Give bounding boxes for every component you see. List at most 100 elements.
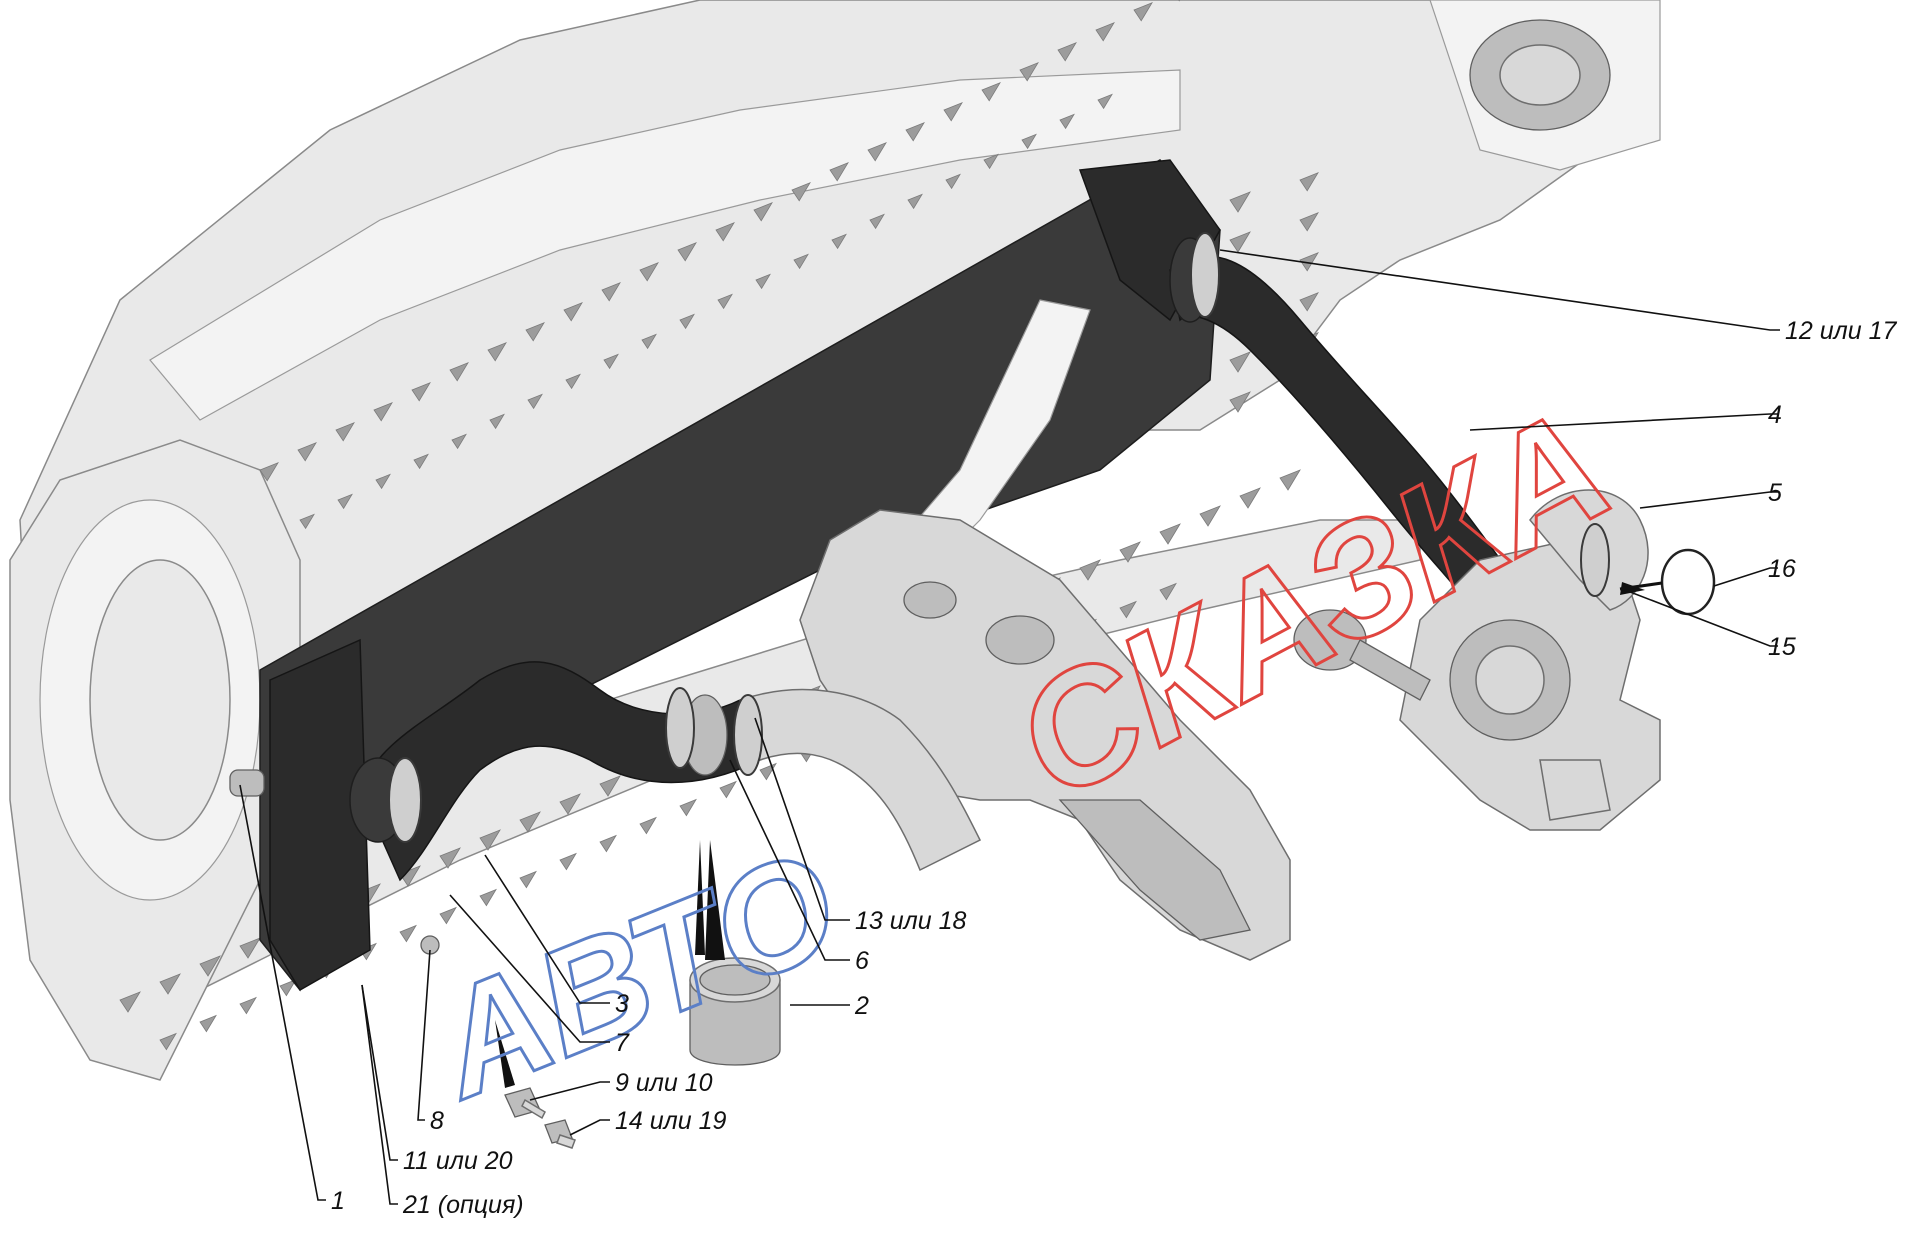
lattice-triangle xyxy=(159,973,181,995)
lattice-triangle xyxy=(1095,21,1115,42)
intake-housing xyxy=(799,509,1291,961)
lattice-triangle xyxy=(829,161,849,182)
callout-15: 15 xyxy=(1768,633,1796,661)
callout-1: 1 xyxy=(331,1187,345,1215)
lattice-triangle xyxy=(679,313,695,330)
lattice-triangle xyxy=(199,1014,217,1033)
intercooler-drain-plug xyxy=(229,769,265,797)
lattice-triangle xyxy=(755,273,771,290)
lattice-triangle xyxy=(411,381,431,402)
lattice-triangle xyxy=(1133,1,1153,22)
lattice-triangle xyxy=(715,221,735,242)
lattice-triangle xyxy=(1229,391,1251,413)
lattice-triangle xyxy=(413,453,429,470)
callout-13-or-18: 13 или 18 xyxy=(855,907,967,935)
lattice-triangle xyxy=(239,937,261,959)
callout-labels: 12 или 17 4 5 16 15 13 или 18 6 2 3 7 9 … xyxy=(331,317,1898,1219)
hose-clamp xyxy=(733,694,763,776)
hose-clamp xyxy=(1190,232,1220,318)
lattice-triangle xyxy=(1299,291,1319,312)
hose-clamp xyxy=(1580,523,1610,597)
hose-clamp xyxy=(388,757,422,843)
lattice-triangle xyxy=(677,241,697,262)
lattice-triangle xyxy=(639,261,659,282)
lattice-triangle xyxy=(603,353,619,370)
callout-21-option: 21 (опция) xyxy=(402,1191,524,1219)
lattice-triangle xyxy=(563,301,583,322)
lattice-triangle xyxy=(867,141,887,162)
callout-4: 4 xyxy=(1768,401,1782,429)
lattice-triangle xyxy=(519,811,541,833)
lattice-triangle xyxy=(119,991,141,1013)
lattice-triangle xyxy=(199,955,221,977)
lattice-triangle xyxy=(1199,505,1221,527)
callout-5: 5 xyxy=(1768,479,1782,507)
lattice-triangle xyxy=(945,173,961,190)
direction-arrows xyxy=(495,581,1663,1088)
lattice-triangle xyxy=(639,816,657,835)
callout-7: 7 xyxy=(615,1029,630,1057)
lattice-triangle xyxy=(1229,191,1251,213)
lattice-triangle xyxy=(793,253,809,270)
lattice-triangle xyxy=(1079,559,1101,581)
lattice-triangle xyxy=(601,281,621,302)
lattice-triangle xyxy=(373,401,393,422)
lattice-triangle xyxy=(299,513,315,530)
lattice-triangle xyxy=(479,888,497,907)
callout-3: 3 xyxy=(615,990,629,1018)
callout-8: 8 xyxy=(430,1107,444,1135)
lattice-triangle xyxy=(279,978,297,997)
leader-lines xyxy=(239,249,1780,1205)
sleeve xyxy=(689,957,781,1066)
lattice-triangle xyxy=(1299,211,1319,232)
lattice-triangle xyxy=(983,153,999,170)
turbocharger xyxy=(1293,489,1661,831)
o-ring xyxy=(1660,548,1716,616)
lattice-triangle xyxy=(1057,41,1077,62)
lattice-triangle xyxy=(239,996,257,1015)
lattice-triangle xyxy=(479,829,501,851)
lattice-triangle xyxy=(641,333,657,350)
lattice-triangle xyxy=(159,1032,177,1051)
lattice-triangle xyxy=(717,293,733,310)
lattice-triangle xyxy=(559,793,581,815)
lattice-triangle xyxy=(1299,171,1319,192)
lattice-triangle xyxy=(335,421,355,442)
lattice-triangle xyxy=(449,361,469,382)
lattice-triangle xyxy=(907,193,923,210)
lattice-triangle xyxy=(565,373,581,390)
lattice-triangle xyxy=(1178,0,1181,2)
lattice-triangle xyxy=(487,341,507,362)
callout-14-or-19: 14 или 19 xyxy=(615,1107,727,1135)
lattice-triangle xyxy=(1059,113,1075,130)
lattice-triangle xyxy=(1229,231,1251,253)
lattice-triangle xyxy=(1159,523,1181,545)
lattice-triangle xyxy=(439,906,457,925)
lattice-triangle xyxy=(519,870,537,889)
lattice-triangle xyxy=(679,798,697,817)
lattice-triangle xyxy=(1279,469,1301,491)
lattice-triangle xyxy=(599,775,621,797)
lattice-triangle xyxy=(1299,251,1319,272)
wastegate-actuator xyxy=(1293,609,1367,671)
lattice-triangle xyxy=(399,924,417,943)
bolt-and-nut xyxy=(420,935,576,1149)
lattice-triangle xyxy=(943,101,963,122)
lattice-triangle xyxy=(831,233,847,250)
callout-12-or-17: 12 или 17 xyxy=(1785,317,1898,345)
callout-16: 16 xyxy=(1768,555,1796,583)
lattice-triangle xyxy=(599,834,617,853)
lattice-triangle xyxy=(559,852,577,871)
lattice-triangle xyxy=(337,493,353,510)
lattice-triangle xyxy=(1119,541,1141,563)
hose-clamp xyxy=(665,687,695,769)
lattice-triangle xyxy=(451,433,467,450)
lattice-triangle xyxy=(525,321,545,342)
lattice-triangle xyxy=(1119,600,1137,619)
lattice-triangle xyxy=(1097,93,1113,110)
lattice-triangle xyxy=(439,847,461,869)
lattice-triangle xyxy=(259,461,279,482)
callout-9-or-10: 9 или 10 xyxy=(615,1069,713,1097)
lattice-triangle xyxy=(719,780,737,799)
